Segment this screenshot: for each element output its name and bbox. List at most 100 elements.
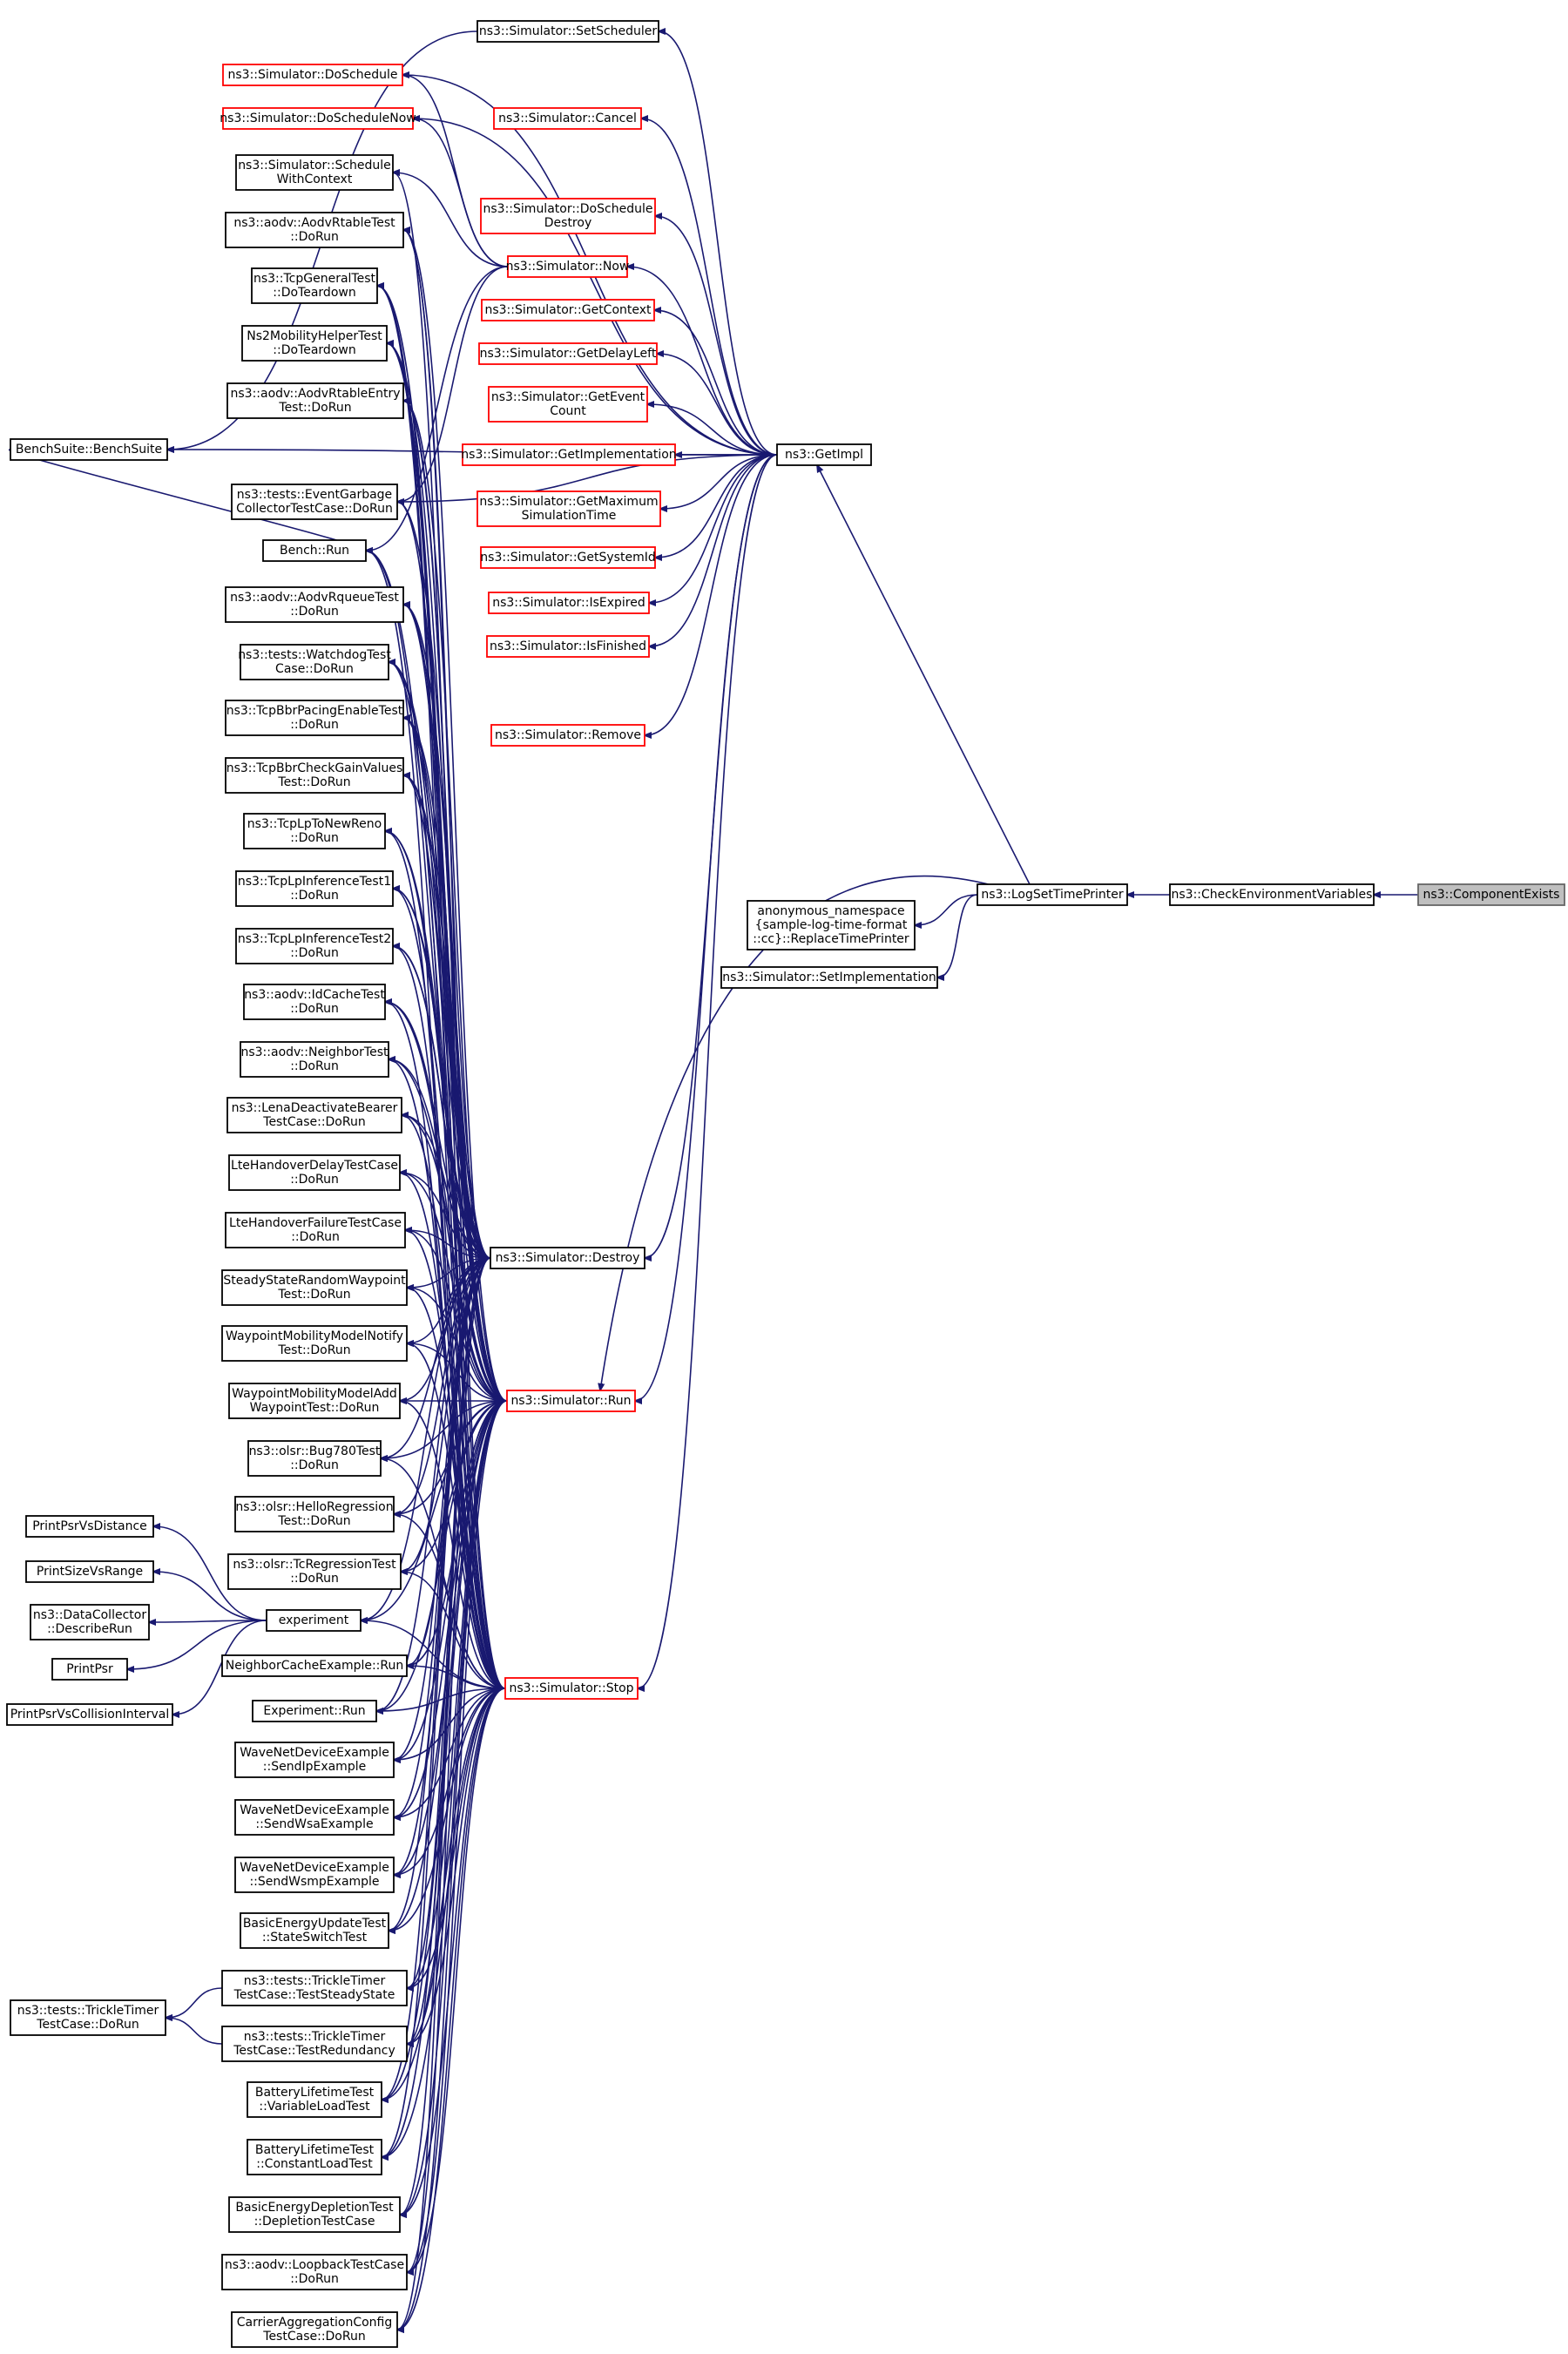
node-sendwsmp[interactable]: WaveNetDeviceExample::SendWsmpExample (234, 1857, 395, 1893)
node-label: ::DoRun (290, 2272, 339, 2286)
node-experiment[interactable]: experiment (266, 1609, 362, 1632)
node-sendip[interactable]: WaveNetDeviceExample::SendIpExample (234, 1742, 395, 1778)
node-doschedulenow[interactable]: ns3::Simulator::DoScheduleNow (220, 107, 416, 130)
node-getdelayleft[interactable]: ns3::Simulator::GetDelayLeft (478, 342, 658, 365)
node-tcpbbrpacing[interactable]: ns3::TcpBbrPacingEnableTest::DoRun (225, 700, 404, 736)
call-edge (393, 946, 506, 1689)
node-ns2mobility[interactable]: Ns2MobilityHelperTest::DoTeardown (241, 325, 388, 362)
node-box (247, 2139, 382, 2175)
node-eventgarbage[interactable]: ns3::tests::EventGarbageCollectorTestCas… (231, 484, 398, 520)
node-label: WaypointTest::DoRun (250, 1401, 380, 1415)
node-getimpl[interactable]: ns3::GetImpl (776, 443, 872, 466)
node-checkenv[interactable]: ns3::CheckEnvironmentVariables (1169, 883, 1375, 906)
node-label: ns3::TcpLpToNewReno (247, 817, 382, 831)
call-edge (382, 1688, 506, 2157)
node-neighbortest[interactable]: ns3::aodv::NeighborTest::DoRun (240, 1041, 389, 1078)
node-cancel[interactable]: ns3::Simulator::Cancel (493, 107, 642, 130)
node-setimplementation[interactable]: ns3::Simulator::SetImplementation (720, 966, 938, 989)
call-edge (937, 894, 978, 977)
node-bug780[interactable]: ns3::olsr::Bug780Test::DoRun (247, 1440, 382, 1477)
node-ltehandoverdelay[interactable]: LteHandoverDelayTestCase::DoRun (228, 1154, 401, 1191)
node-tcplpinference2[interactable]: ns3::TcpLpInferenceTest2::DoRun (235, 928, 394, 964)
node-box (488, 592, 650, 614)
node-box (225, 757, 404, 794)
node-label: ::DoRun (290, 605, 339, 619)
node-tcplptonewreno[interactable]: ns3::TcpLpToNewReno::DoRun (243, 813, 386, 849)
node-label: SteadyStateRandomWaypoint (223, 1274, 406, 1288)
node-printpsrcollision[interactable]: PrintPsrVsCollisionInterval (6, 1703, 173, 1726)
node-printsizevsrange[interactable]: PrintSizeVsRange (25, 1560, 154, 1583)
node-batteryvariable[interactable]: BatteryLifetimeTest::VariableLoadTest (247, 2081, 382, 2118)
call-edge (657, 354, 778, 456)
node-tricklesteady[interactable]: ns3::tests::TrickleTimerTestCase::TestSt… (221, 1970, 408, 2006)
node-waypointadd[interactable]: WaypointMobilityModelAddWaypointTest::Do… (228, 1383, 401, 1419)
node-aodvrqueuetest[interactable]: ns3::aodv::AodvRqueueTest::DoRun (225, 586, 404, 623)
node-basicenergyupdate[interactable]: BasicEnergyUpdateTest::StateSwitchTest (240, 1912, 389, 1949)
node-benchsuite[interactable]: BenchSuite::BenchSuite (10, 438, 168, 461)
call-edge (817, 465, 1031, 885)
call-edge (394, 1514, 506, 1689)
node-getcontext[interactable]: ns3::Simulator::GetContext (481, 299, 655, 321)
node-now[interactable]: ns3::Simulator::Now (506, 255, 630, 278)
node-label: ns3::Simulator::IsExpired (492, 596, 645, 610)
node-printpsrvsdistance[interactable]: PrintPsrVsDistance (25, 1515, 154, 1538)
node-box (30, 1604, 150, 1640)
node-setscheduler[interactable]: ns3::Simulator::SetScheduler (476, 20, 659, 43)
node-aodvrtabletest[interactable]: ns3::aodv::AodvRtableTest::DoRun (225, 212, 404, 248)
node-getimplementation[interactable]: ns3::Simulator::GetImplementation (461, 443, 677, 466)
node-label: ::DoRun (290, 1059, 339, 1073)
node-ltehandoverfailure[interactable]: LteHandoverFailureTestCase::DoRun (225, 1212, 406, 1248)
node-anonymous[interactable]: anonymous_namespace{sample-log-time-form… (747, 900, 916, 950)
node-box (493, 107, 642, 130)
node-experimentrun[interactable]: Experiment::Run (252, 1700, 377, 1722)
node-box (243, 984, 386, 1020)
node-idcachetest[interactable]: ns3::aodv::IdCacheTest::DoRun (243, 984, 386, 1020)
node-destroy[interactable]: ns3::Simulator::Destroy (490, 1247, 645, 1269)
node-simrun[interactable]: ns3::Simulator::Run (506, 1390, 636, 1412)
node-label: ::DoTeardown (273, 286, 355, 300)
node-remove[interactable]: ns3::Simulator::Remove (490, 724, 645, 747)
node-printpsr[interactable]: PrintPsr (51, 1658, 128, 1681)
node-label: ns3::Simulator::Schedule (238, 159, 391, 172)
node-isexpired[interactable]: ns3::Simulator::IsExpired (488, 592, 650, 614)
node-label: ns3::Simulator::GetEvent (491, 390, 645, 404)
call-edge (127, 1620, 267, 1669)
node-neighborcache[interactable]: NeighborCacheExample::Run (221, 1654, 408, 1677)
node-logsettimeprinter[interactable]: ns3::LogSetTimePrinter (977, 883, 1128, 906)
node-basicenergydepletion[interactable]: BasicEnergyDepletionTest::DepletionTestC… (228, 2196, 401, 2233)
node-sendwsa[interactable]: WaveNetDeviceExample::SendWsaExample (234, 1799, 395, 1836)
node-tcregression[interactable]: ns3::olsr::TcRegressionTest::DoRun (227, 1553, 402, 1590)
node-simstop[interactable]: ns3::Simulator::Stop (504, 1677, 639, 1700)
node-batteryconstant[interactable]: BatteryLifetimeTest::ConstantLoadTest (247, 2139, 382, 2175)
node-tcplpinference1[interactable]: ns3::TcpLpInferenceTest1::DoRun (235, 870, 394, 907)
node-benchrun[interactable]: Bench::Run (262, 539, 367, 562)
node-doschedule[interactable]: ns3::Simulator::DoSchedule (222, 64, 403, 86)
node-tcpgeneraltest[interactable]: ns3::TcpGeneralTest::DoTeardown (251, 267, 378, 304)
node-loopback[interactable]: ns3::aodv::LoopbackTestCase::DoRun (221, 2254, 408, 2290)
call-edge (405, 1230, 506, 1689)
node-datacollector[interactable]: ns3::DataCollector::DescribeRun (30, 1604, 150, 1640)
node-isfinished[interactable]: ns3::Simulator::IsFinished (486, 635, 650, 658)
node-box (240, 644, 389, 680)
node-label: ns3::Simulator::GetDelayLeft (480, 347, 657, 361)
node-componentexists[interactable]: ns3::ComponentExists (1417, 883, 1565, 906)
node-label: ns3::olsr::Bug780Test (249, 1444, 381, 1458)
call-edge (400, 1401, 506, 1689)
node-label: TestCase::DoRun (262, 2330, 365, 2344)
node-label: PrintPsrVsDistance (32, 1519, 147, 1533)
node-getsystemid[interactable]: ns3::Simulator::GetSystemId (480, 546, 656, 569)
node-trickleredundancy[interactable]: ns3::tests::TrickleTimerTestCase::TestRe… (221, 2026, 408, 2062)
